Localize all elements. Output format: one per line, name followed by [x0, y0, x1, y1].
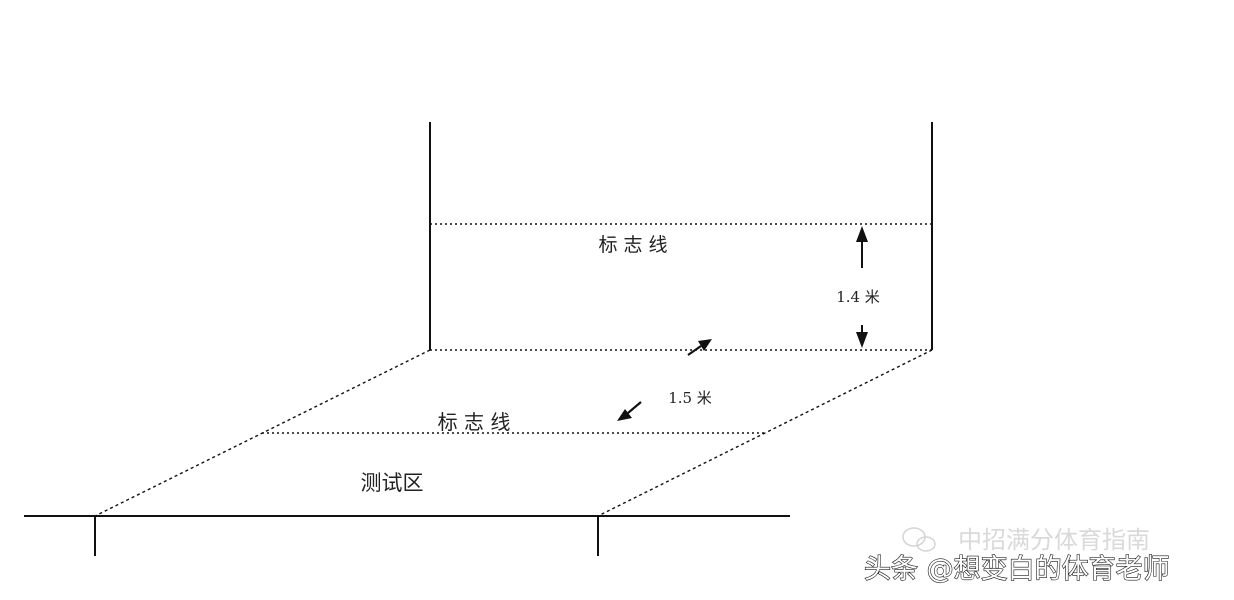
depth-arrow-back [687, 339, 712, 356]
lower-mark-label: 标 志 线 [438, 410, 511, 434]
height-arrow-down [856, 325, 868, 348]
upper-mark-label: 标 志 线 [598, 234, 667, 256]
height-arrow-up [856, 226, 868, 268]
depth-dimension-label: 1.5 米 [668, 389, 712, 407]
watermark-main-text: 头条 @想变白的体育老师 [864, 554, 1170, 585]
floor-right-edge [597, 349, 933, 517]
height-dimension-label: 1.4 米 [836, 288, 880, 306]
test-zone-label: 测试区 [361, 471, 424, 495]
watermark-faint-text: 中招满分体育指南 [958, 526, 1150, 554]
depth-arrow-front [617, 401, 642, 421]
wechat-icon [902, 527, 936, 552]
